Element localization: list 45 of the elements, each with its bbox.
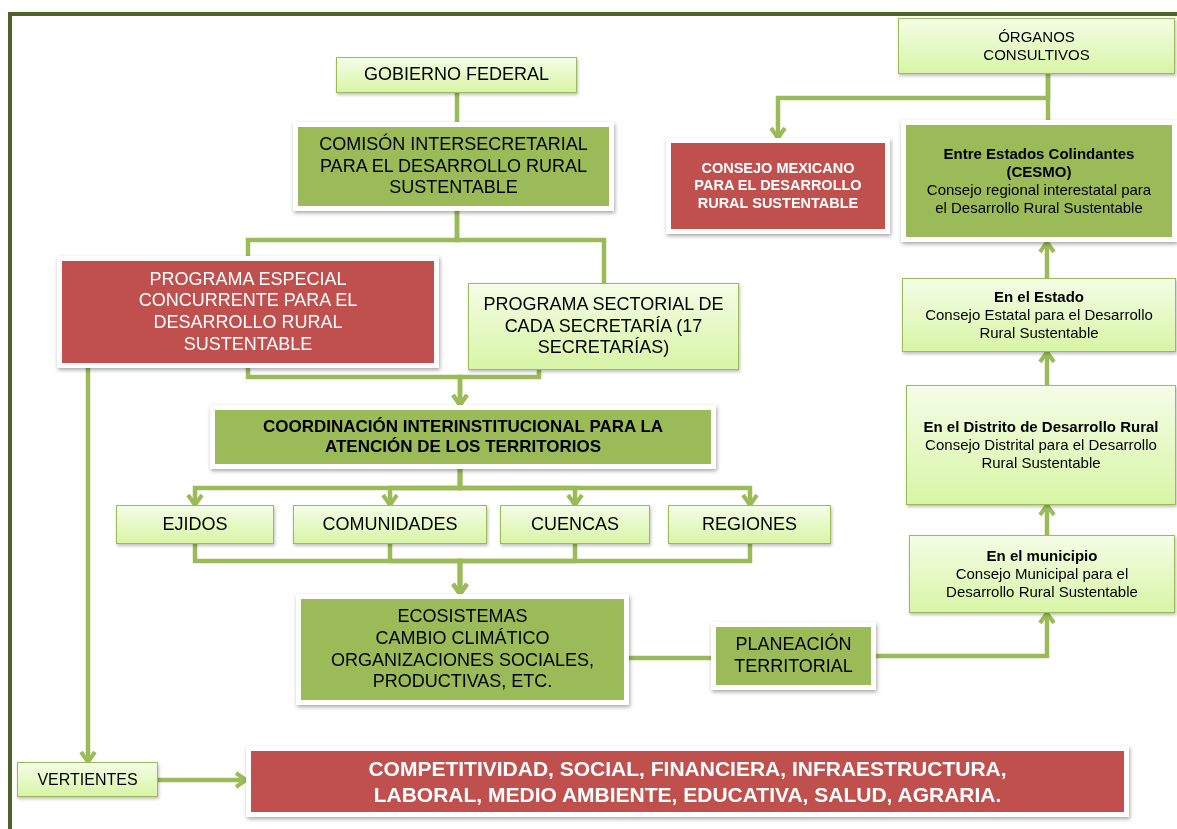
box-text: CUENCAS: [531, 513, 619, 536]
connector-arrow: [158, 771, 248, 789]
connector-arrow: [876, 611, 1056, 659]
box-heading: En el Distrito de Desarrollo Rural: [923, 418, 1159, 436]
box-text: Consejo regional interestatal para el Desarrollo Rural Sustentable: [925, 181, 1153, 217]
box-text: PROGRAMA SECTORIAL DE CADA SECRETARÍA (17 SECRETARÍAS): [482, 294, 725, 359]
box-heading: Entre Estados Colindantes (CESMO): [942, 145, 1136, 181]
light-box: [898, 18, 1175, 74]
light-box: [116, 505, 274, 544]
light-box: [906, 385, 1176, 505]
box-text: Consejo Estatal para el Desarrollo Rural Sustentable: [924, 306, 1154, 342]
connector-arrow: [451, 370, 542, 407]
box-text: COMUNIDADES: [322, 513, 458, 536]
box-heading: En el Estado: [994, 288, 1084, 306]
box-text: COORDINACIÓN INTERINSTITUCIONAL PARA LA ATENCIÓN DE LOS TERRITORIOS: [261, 416, 665, 458]
light-box: [909, 535, 1175, 613]
light-box: [668, 505, 831, 544]
connector-arrow: [1038, 503, 1056, 535]
box-text: VERTIENTES: [37, 769, 138, 790]
box-text: ÓRGANOS CONSULTIVOS: [982, 28, 1091, 64]
light-box: [500, 505, 650, 544]
box-text: PROGRAMA ESPECIAL CONCURRENTE PARA EL DESARROLLO RURAL SUSTENTABLE: [137, 268, 359, 356]
box-text: CONSEJO MEXICANO PARA EL DESARROLLO RURAL SUSTENTABLE: [693, 159, 863, 213]
box-text: CAMBIO CLIMÁTICO: [375, 627, 550, 650]
connector-arrow: [451, 544, 753, 596]
light-box: [468, 283, 739, 370]
light-box: [293, 505, 487, 544]
light-box: [336, 57, 577, 93]
box-heading: En el municipio: [986, 547, 1098, 565]
connector-arrow: [1038, 240, 1056, 278]
box-text: Consejo Municipal para el Desarrollo Rural Sustentable: [945, 565, 1139, 601]
connector-arrow: [1038, 350, 1056, 385]
box-text: EJIDOS: [162, 513, 228, 536]
connector-arrow: [79, 368, 97, 764]
light-box: [902, 278, 1176, 352]
connector-arrow: [457, 469, 759, 507]
box-text: COMISÓN INTERSECRETARIAL PARA EL DESARROLLO RURAL SUSTENTABLE: [318, 134, 589, 199]
box-text: Consejo Distrital para el Desarrollo Rural Sustentable: [924, 436, 1158, 472]
box-text: REGIONES: [702, 513, 797, 536]
box-text: COMPETITIVIDAD, SOCIAL, FINANCIERA, INFRAESTRUCTURA, LABORAL, MEDIO AMBIENTE, EDUCATIVA, SALUD, AGRARIA.: [367, 756, 1008, 807]
box-text: ECOSISTEMAS: [397, 606, 528, 628]
box-text: ORGANIZACIONES SOCIALES, PRODUCTIVAS, ETC.: [329, 649, 596, 693]
box-text: PLANEACIÓN TERRITORIAL: [733, 634, 854, 678]
box-text: GOBIERNO FEDERAL: [363, 64, 549, 86]
light-box: [17, 762, 158, 797]
